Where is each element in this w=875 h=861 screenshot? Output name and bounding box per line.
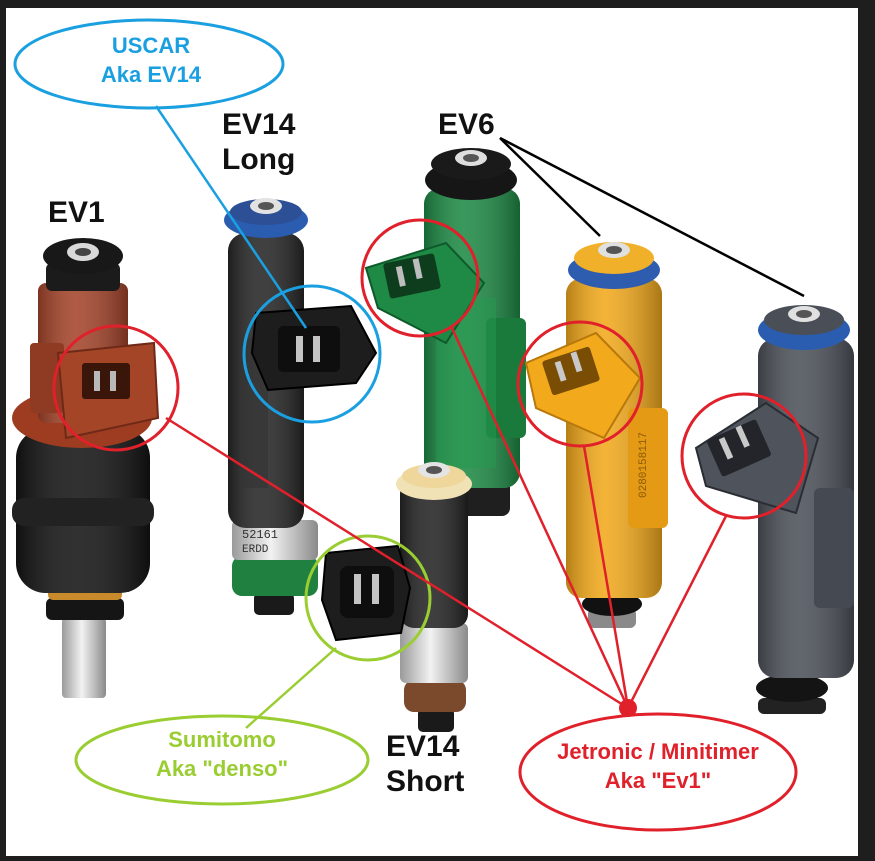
callout-uscar-line2: Aka EV14 [100, 61, 202, 87]
injector-ev1 [12, 238, 160, 698]
label-ev14-short-line2: Short [386, 764, 465, 798]
callout-uscar-line1: USCAR [111, 33, 191, 58]
callout-uscar: USCAR Aka EV14 [46, 32, 256, 89]
callout-sumitomo-line1: Sumitomo [168, 727, 276, 752]
photo-canvas: 52161 ERDD [6, 8, 858, 856]
label-ev14-long-line2: Long [222, 142, 296, 176]
uscar-annotation [13, 18, 382, 424]
label-ev14-short-line1: EV14 [386, 730, 460, 763]
jetronic-annotation [52, 218, 808, 832]
callout-jetronic: Jetronic / Minitimer Aka "Ev1" [526, 738, 790, 795]
svg-text:ERDD: ERDD [242, 544, 269, 556]
injector-illustration: 52161 ERDD [12, 18, 854, 832]
label-ev14-long: EV14 Long [222, 108, 295, 177]
callout-sumitomo-line2: Aka "denso" [155, 755, 289, 781]
injector-ev14-short [320, 462, 472, 732]
ev6-leaders [499, 136, 805, 298]
label-ev1-text: EV1 [48, 196, 105, 229]
label-ev14-short: EV14 Short [386, 730, 464, 799]
callout-jetronic-line2: Aka "Ev1" [604, 767, 712, 793]
label-ev6: EV6 [438, 108, 495, 143]
label-ev1: EV1 [48, 196, 105, 231]
injector-ev6-yellow: 0280158117 [524, 242, 668, 628]
sumitomo-annotation [74, 534, 432, 806]
label-ev14-long-line1: EV14 [222, 108, 296, 141]
callout-sumitomo: Sumitomo Aka "denso" [102, 726, 342, 783]
injector-ev14-long: 52161 ERDD [224, 198, 378, 615]
injector-ev6-grey [694, 305, 854, 714]
svg-text:52161: 52161 [242, 528, 278, 542]
svg-text:0280158117: 0280158117 [638, 432, 650, 498]
label-ev6-text: EV6 [438, 108, 495, 141]
callout-jetronic-line1: Jetronic / Minitimer [557, 739, 759, 764]
injector-ev6-green [364, 148, 526, 516]
